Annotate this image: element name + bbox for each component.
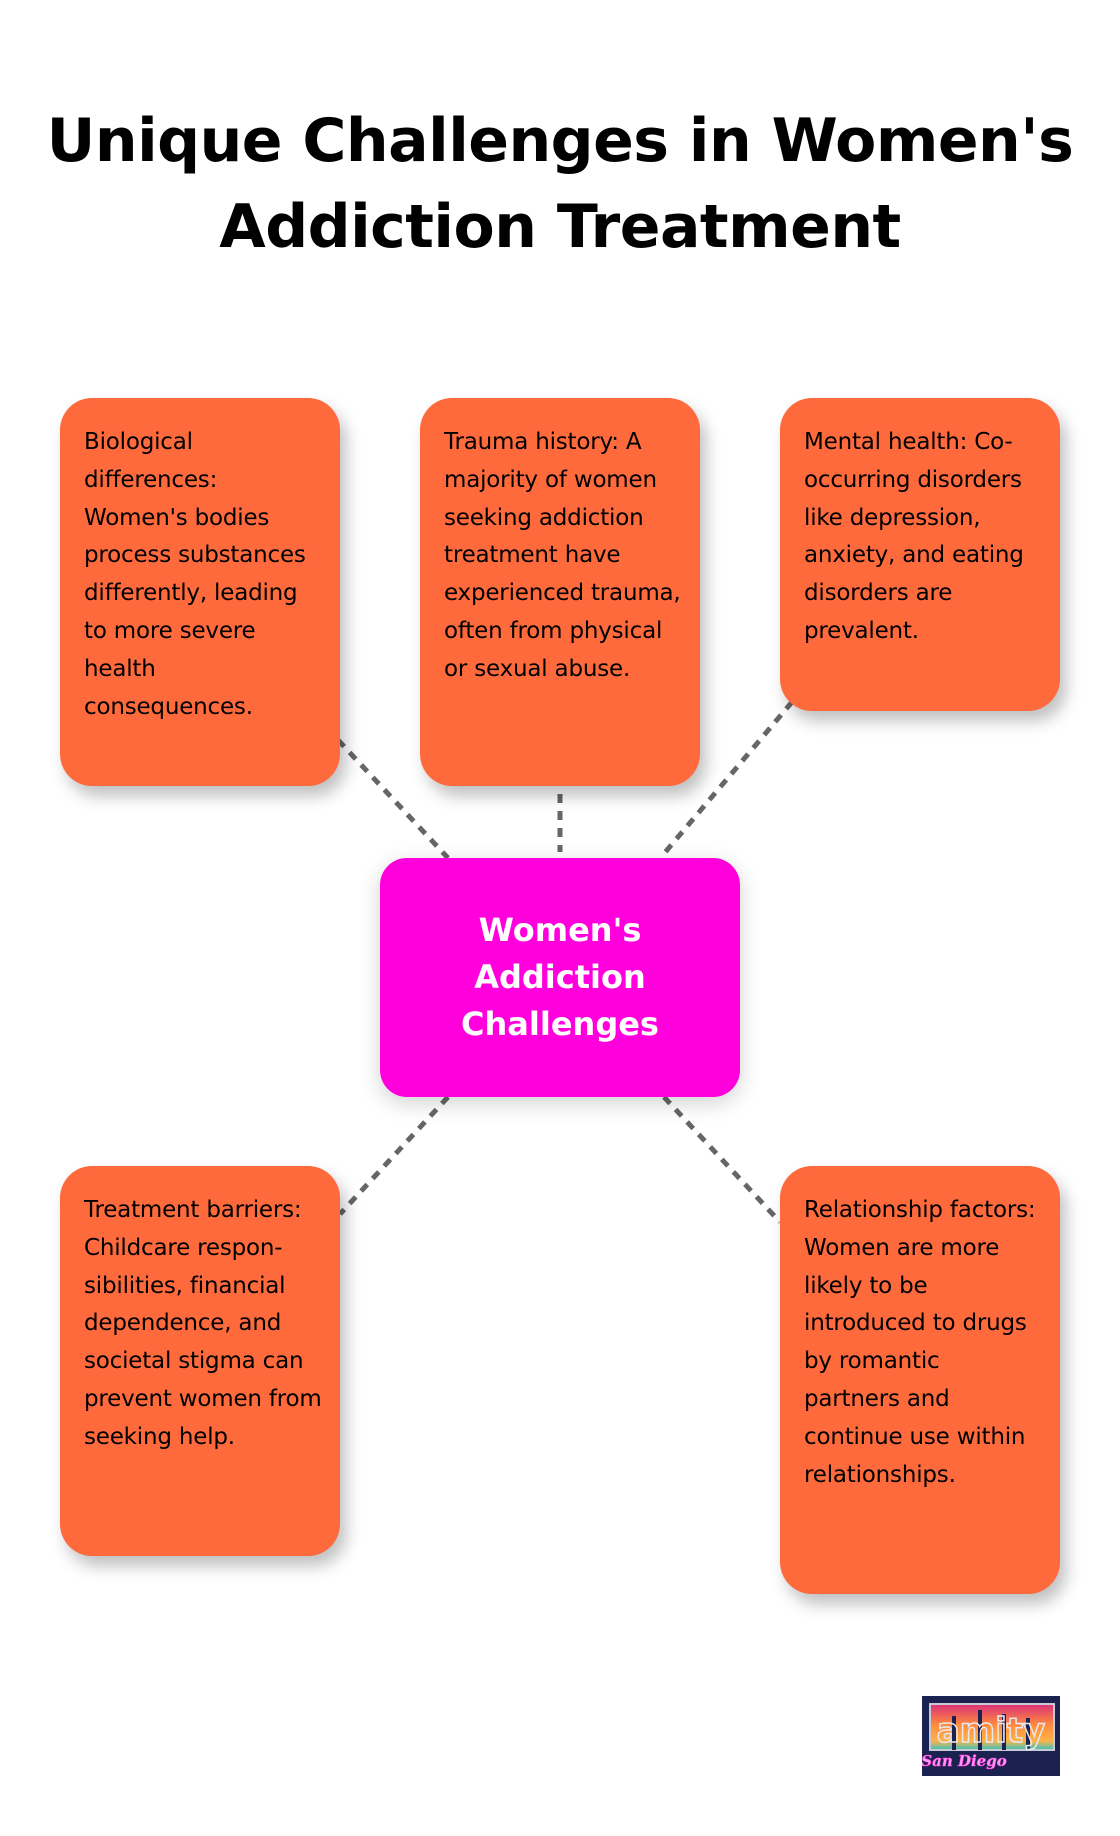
center-line-3: Challenges bbox=[461, 1005, 659, 1043]
node-text: Mental health: Co-occurring disorders li… bbox=[804, 429, 1024, 644]
center-line-2: Addiction bbox=[474, 958, 646, 996]
node-biological: Biological differences: Women's bodies p… bbox=[60, 398, 340, 786]
connector-relationship bbox=[662, 1095, 782, 1224]
node-relationship: Relationship factors: Women are more lik… bbox=[780, 1166, 1060, 1594]
logo-script: San Diego bbox=[922, 1752, 1007, 1770]
amity-san-diego-logo: amity San Diego bbox=[922, 1696, 1060, 1776]
node-text: Trauma history: A majority of women seek… bbox=[444, 429, 681, 682]
connector-treatment-barriers bbox=[338, 1095, 450, 1216]
node-text: Treatment barriers: Childcare respon-sib… bbox=[84, 1197, 322, 1450]
title-line-1: Unique Challenges in Women's bbox=[46, 106, 1074, 176]
page-title: Unique Challenges in Women's Addiction T… bbox=[40, 98, 1080, 270]
center-node: Women's Addiction Challenges bbox=[380, 858, 740, 1097]
logo-graphic: amity San Diego bbox=[922, 1696, 1060, 1776]
title-line-2: Addiction Treatment bbox=[219, 192, 901, 262]
center-line-1: Women's bbox=[478, 911, 642, 949]
node-treatment-barriers: Treatment barriers: Childcare respon-sib… bbox=[60, 1166, 340, 1556]
logo-word: amity bbox=[937, 1711, 1045, 1751]
node-text: Relationship factors: Women are more lik… bbox=[804, 1197, 1036, 1488]
node-mental-health: Mental health: Co-occurring disorders li… bbox=[780, 398, 1060, 711]
node-text: Biological differences: Women's bodies p… bbox=[84, 429, 306, 720]
node-trauma: Trauma history: A majority of women seek… bbox=[420, 398, 700, 786]
